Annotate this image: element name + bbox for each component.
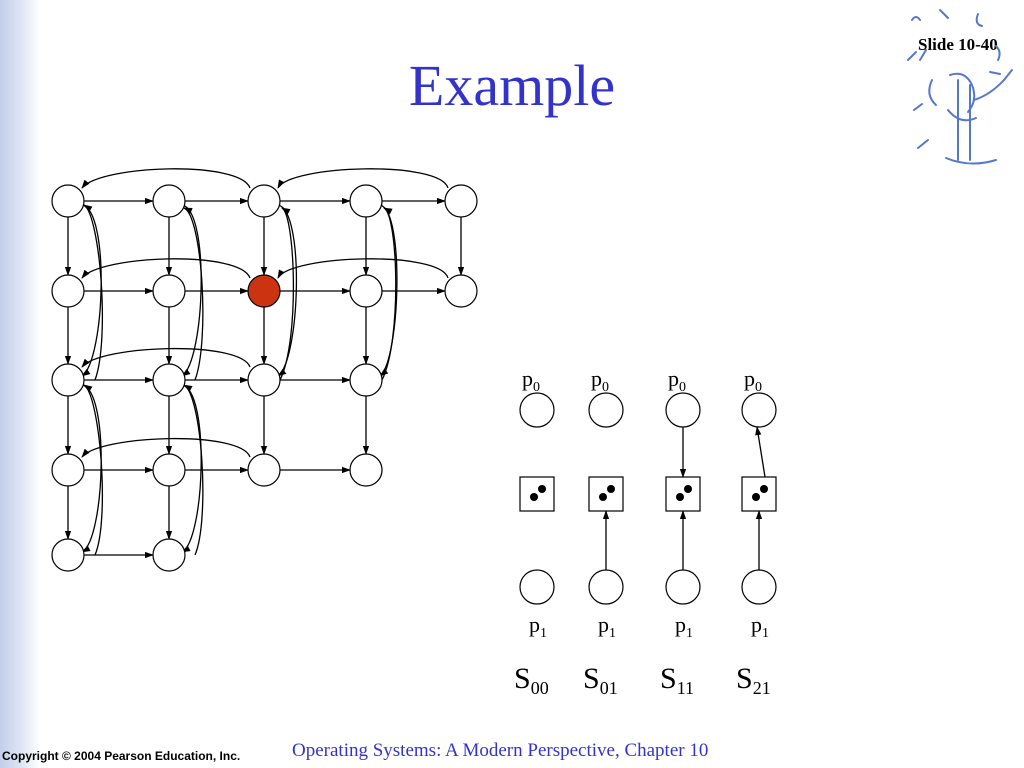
resource-unit xyxy=(760,485,768,493)
process-label-bottom: p1 xyxy=(751,612,769,641)
edge-curved xyxy=(277,258,449,279)
state-node xyxy=(247,363,281,397)
edge-curved xyxy=(183,384,204,556)
state-node xyxy=(247,184,281,218)
process-label-top: p0 xyxy=(522,366,540,395)
edge-curved xyxy=(81,168,251,189)
edge-curved xyxy=(181,384,202,553)
process-label-bottom: p1 xyxy=(598,612,616,641)
state-name: S11 xyxy=(660,662,694,698)
edge-curved xyxy=(83,384,104,556)
process-label-top: p0 xyxy=(668,366,686,395)
process-node-bottom xyxy=(741,569,777,605)
state-node-current xyxy=(247,274,281,308)
process-label-top: p0 xyxy=(591,366,609,395)
state-node xyxy=(444,184,478,218)
state-node xyxy=(349,453,383,487)
process-label-bottom: p1 xyxy=(529,612,547,641)
process-node-top xyxy=(588,392,624,428)
conductor-logo xyxy=(907,9,1013,165)
edge-curved xyxy=(277,168,449,189)
state-name: S00 xyxy=(514,662,549,698)
edge-curved xyxy=(279,207,295,381)
state-name: S01 xyxy=(583,662,618,698)
state-node xyxy=(349,274,383,308)
state-transition-graph xyxy=(51,168,478,572)
edge-curved xyxy=(81,347,251,368)
side-gradient-bar xyxy=(0,0,40,768)
state-node xyxy=(444,274,478,308)
state-node xyxy=(152,184,186,218)
state-node xyxy=(152,363,186,397)
process-node-bottom xyxy=(665,569,701,605)
resource-unit xyxy=(684,485,692,493)
process-node-top xyxy=(519,392,555,428)
state-node xyxy=(247,453,281,487)
resource-unit xyxy=(676,493,684,501)
resource-box xyxy=(665,476,701,512)
resource-unit xyxy=(752,493,760,501)
state-node xyxy=(51,538,85,572)
state-node xyxy=(51,453,85,487)
edge-curved xyxy=(81,437,251,458)
state-name: S21 xyxy=(736,662,771,698)
slide-title: Example xyxy=(408,53,616,118)
resource-box xyxy=(588,476,624,512)
resource-unit xyxy=(599,493,607,501)
edge-curved xyxy=(83,204,104,381)
slide-number: Slide 10-40 xyxy=(918,35,998,54)
footer-title: Operating Systems: A Modern Perspective,… xyxy=(292,740,709,761)
state-node xyxy=(349,184,383,218)
process-label-top: p0 xyxy=(744,366,762,395)
copyright-notice: Copyright © 2004 Pearson Education, Inc. xyxy=(2,749,241,763)
resource-unit xyxy=(530,493,538,501)
process-node-bottom xyxy=(588,569,624,605)
edge-curved xyxy=(183,207,204,381)
resource-unit xyxy=(538,485,546,493)
edge-curved xyxy=(81,258,251,279)
state-node xyxy=(51,274,85,308)
resource-box xyxy=(741,476,777,512)
state-node xyxy=(152,274,186,308)
allocation-edge xyxy=(755,426,766,478)
state-node xyxy=(152,453,186,487)
process-node-top xyxy=(741,392,777,428)
state-node xyxy=(51,184,85,218)
resource-box xyxy=(519,476,555,512)
edge-curved xyxy=(381,207,397,381)
state-node xyxy=(349,363,383,397)
edge-curved xyxy=(81,384,102,553)
process-node-top xyxy=(665,392,701,428)
process-label-bottom: p1 xyxy=(675,612,693,641)
state-node xyxy=(51,363,85,397)
state-node xyxy=(152,538,186,572)
process-node-bottom xyxy=(519,569,555,605)
resource-unit xyxy=(607,485,615,493)
